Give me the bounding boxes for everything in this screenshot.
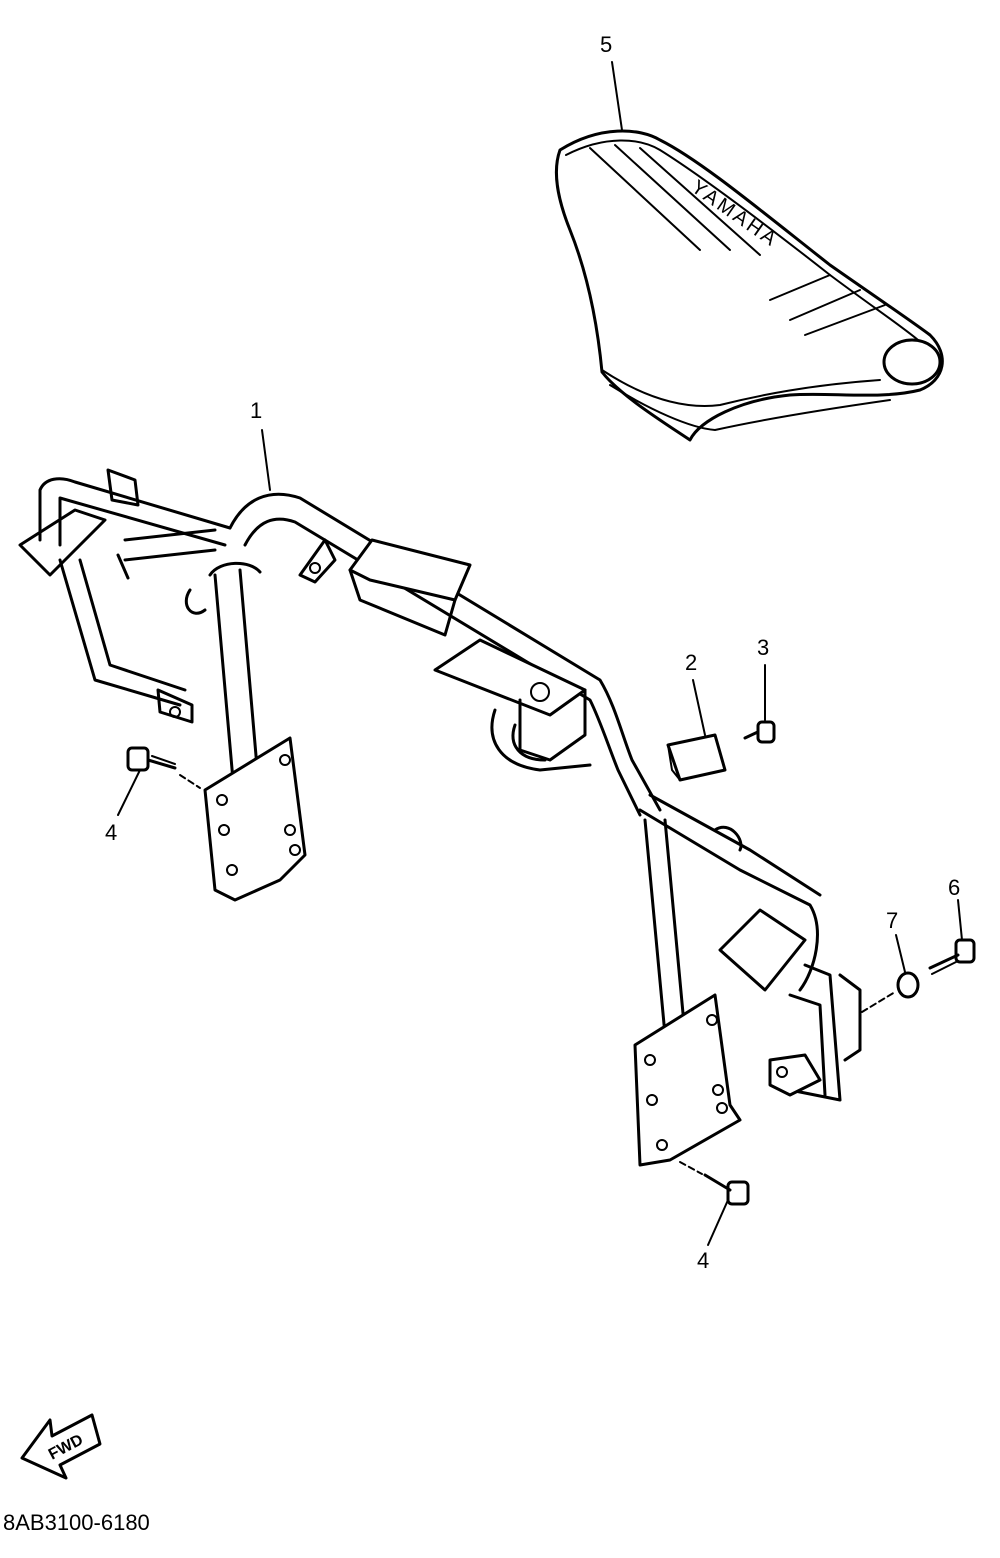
callout-4-right: 4 (697, 1248, 709, 1273)
callout-4-left: 4 (105, 820, 117, 845)
diagram-code: 8AB3100-6180 (3, 1510, 150, 1535)
leader-lines (117, 61, 963, 1246)
seat: YAMAHA (554, 129, 944, 442)
clip-part (666, 733, 727, 782)
callout-3: 3 (757, 635, 769, 660)
frame (18, 468, 862, 1167)
bolt-right (679, 1161, 750, 1206)
callout-6: 6 (948, 875, 960, 900)
callout-5: 5 (600, 32, 612, 57)
callout-7: 7 (886, 908, 898, 933)
bolt-6 (928, 938, 976, 975)
fwd-arrow: FWD (20, 1413, 102, 1480)
seat-stripes (589, 144, 886, 336)
callout-2: 2 (685, 650, 697, 675)
washer-7 (861, 971, 920, 1013)
callout-1: 1 (250, 398, 262, 423)
screw-part (743, 720, 776, 744)
bolt-left (126, 746, 201, 789)
